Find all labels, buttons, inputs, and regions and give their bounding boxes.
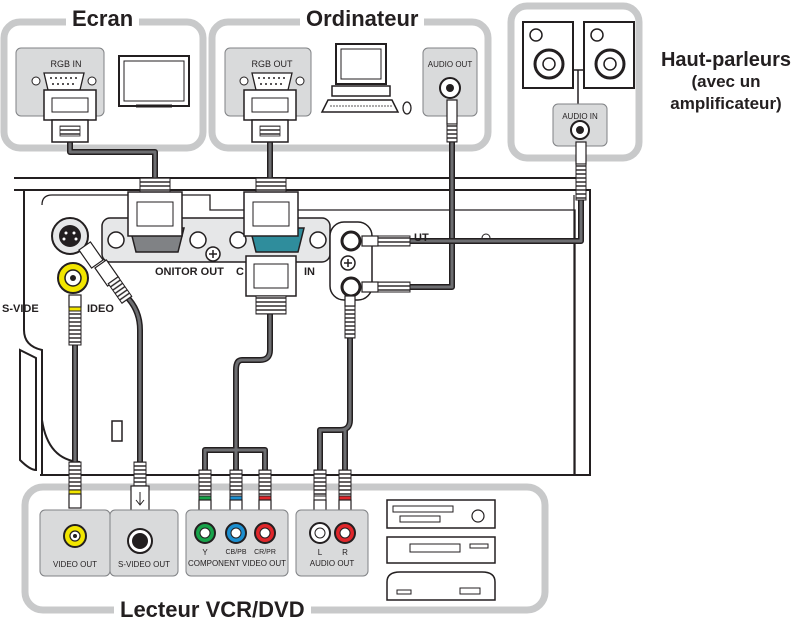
dsub-plug-computer-in-top xyxy=(243,177,299,237)
component-plug-cb xyxy=(229,469,243,515)
component-caption-label: COMPONENT VIDEO OUT xyxy=(187,559,287,568)
computer-in-label-b: IN xyxy=(304,266,315,278)
rgb-in-connector xyxy=(31,72,97,91)
audio-r-label: R xyxy=(342,548,348,557)
ground-screw-icon xyxy=(205,246,221,262)
dsub-plug-screen xyxy=(43,89,97,143)
projector-grille xyxy=(19,348,37,472)
player-group-title: Lecteur VCR/DVD xyxy=(114,597,311,623)
video-plug-player xyxy=(68,461,82,509)
svideo-out-jack-icon xyxy=(127,528,153,554)
speakers-group-frame xyxy=(507,2,643,162)
monitor-out-port xyxy=(107,227,207,253)
cable-pc-audio xyxy=(407,137,455,290)
speaker-link-wire xyxy=(573,69,584,104)
svideo-plug-player xyxy=(130,461,150,515)
dsub-plug-computer-in-bottom xyxy=(245,255,297,315)
audio-plug-l xyxy=(313,469,327,515)
player-device-icon xyxy=(386,571,496,601)
audio-l-jack-icon xyxy=(309,522,331,544)
svideo-in-label: S-VIDE xyxy=(2,303,39,315)
video-out-label: VIDEO OUT xyxy=(52,560,97,569)
rgb-out-label: RGB OUT xyxy=(251,59,293,69)
svideo-in-port xyxy=(51,217,89,255)
audio-out-jack-icon xyxy=(439,77,461,99)
speakers-title-line-2: (avec un xyxy=(691,72,761,91)
video-plug-projector xyxy=(68,294,82,346)
monitor-icon xyxy=(118,55,190,108)
speaker-right-icon xyxy=(583,21,635,89)
dsub-plug-computer xyxy=(243,89,297,143)
audio-plug-r xyxy=(338,469,352,515)
video-in-port xyxy=(57,262,89,294)
audio-r-jack-icon xyxy=(334,522,356,544)
rgb-in-label: RGB IN xyxy=(50,59,82,69)
audio-in-port xyxy=(340,276,362,298)
audio-out-fragment-label: UT xyxy=(414,232,429,244)
component-cb-jack-icon xyxy=(225,522,247,544)
cable-monitor xyxy=(67,135,158,183)
component-y-jack-icon xyxy=(194,522,216,544)
audio-caption-label: AUDIO OUT xyxy=(309,559,355,568)
audio-out-label: AUDIO OUT xyxy=(427,60,473,69)
computer-icon xyxy=(320,43,412,115)
video-out-jack-icon xyxy=(63,524,87,548)
screen-group-title: Ecran xyxy=(66,6,140,32)
audio-l-label: L xyxy=(317,548,323,557)
speakers-title-line-3: amplificateur) xyxy=(670,94,782,113)
audio-plug-projector-in xyxy=(361,281,411,293)
rgb-out-connector xyxy=(239,72,305,91)
audio-in-label: AUDIO IN xyxy=(562,112,598,121)
projector-small-slot xyxy=(111,420,123,442)
speaker-left-icon xyxy=(522,21,574,89)
dsub-plug-monitor-out xyxy=(127,177,183,237)
cable-speaker-audio xyxy=(407,197,584,244)
speakers-group-title: Haut-parleurs (avec un amplificateur) xyxy=(646,49,806,115)
audio-out-port xyxy=(340,230,362,252)
svideo-plug-projector xyxy=(78,241,133,304)
audio-plug-projector-bottom xyxy=(344,295,356,339)
computer-in-label-a: C xyxy=(236,266,244,278)
component-cr-jack-icon xyxy=(254,522,276,544)
monitor-out-label: ONITOR OUT xyxy=(155,266,224,278)
projector-inner-panel xyxy=(41,194,576,475)
audio-in-jack-icon xyxy=(570,120,590,140)
speakers-title-line-1: Haut-parleurs xyxy=(660,49,792,71)
audio-plug-speaker xyxy=(575,141,587,201)
computer-group-title: Ordinateur xyxy=(300,6,425,32)
svideo-out-label: S-VIDEO OUT xyxy=(117,560,170,569)
dvd-device-icon xyxy=(386,536,496,564)
component-cr-label: CR/PR xyxy=(254,549,276,556)
component-y-label: Y xyxy=(202,548,208,557)
audio-plug-pc xyxy=(446,99,458,143)
vcr-device-icon xyxy=(386,499,496,529)
video-in-label: IDEO xyxy=(87,303,114,315)
component-plug-y xyxy=(198,469,212,515)
audio-ground-icon xyxy=(340,255,356,271)
component-plug-cr xyxy=(258,469,272,515)
audio-plug-projector-out xyxy=(361,235,411,247)
component-cb-label: CB/PB xyxy=(225,549,247,556)
